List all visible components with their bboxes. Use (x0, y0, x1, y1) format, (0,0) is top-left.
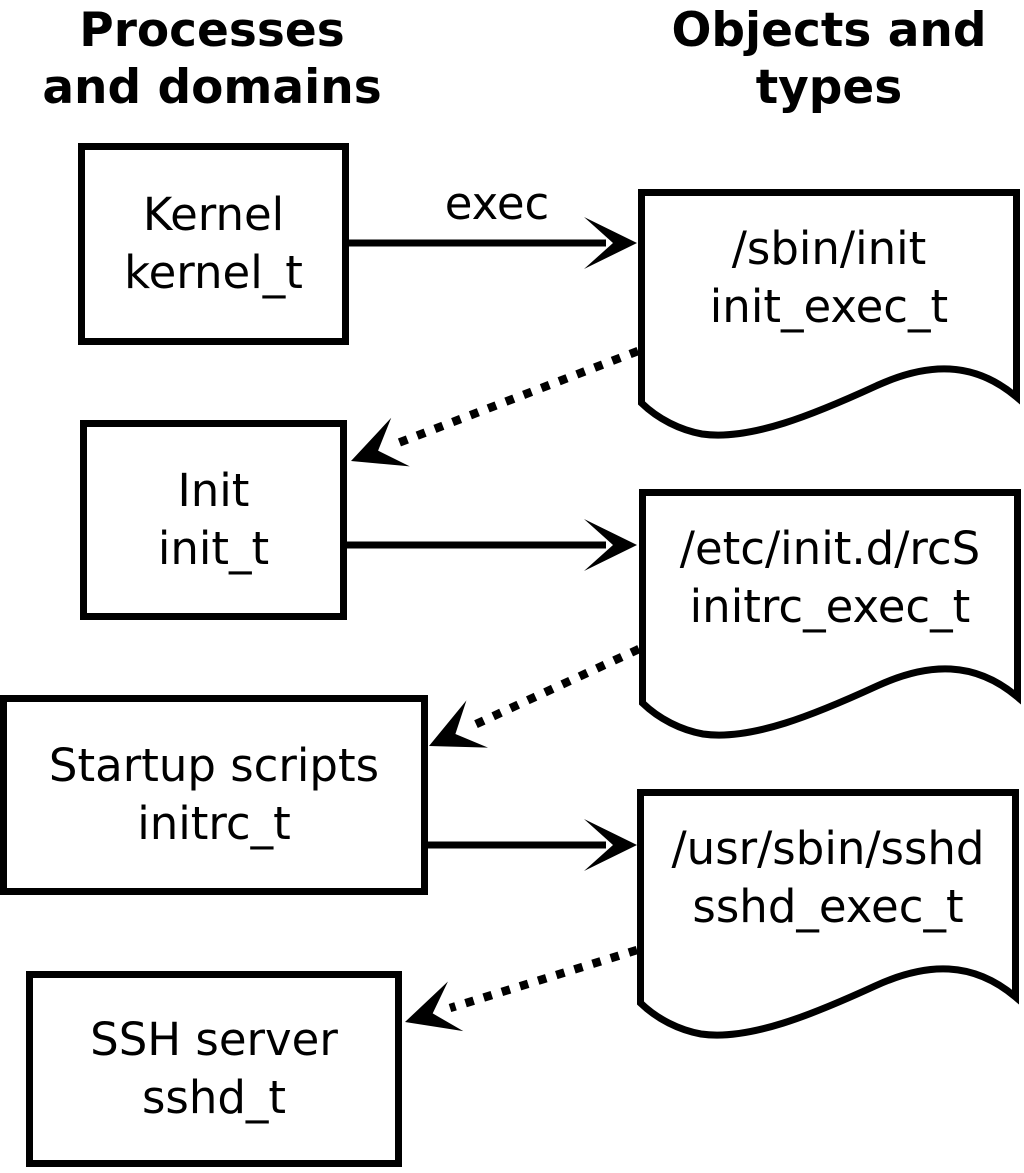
domain-type: kernel_t (124, 246, 303, 299)
object-type: sshd_exec_t (692, 880, 964, 933)
transition-arrow-init-exec-to-init (351, 347, 640, 467)
object-label-usr-sbin-sshd: /usr/sbin/sshd sshd_exec_t (637, 820, 1019, 936)
arrowhead-icon (405, 981, 464, 1032)
dotted-arrow-line (448, 945, 639, 1013)
arrowhead-icon (584, 519, 637, 571)
object-path: /usr/sbin/sshd (671, 822, 985, 875)
exec-arrow-startup-to-sshd (424, 819, 637, 871)
header-line: Objects and (671, 3, 987, 58)
column-header-processes: Processes and domains (0, 2, 424, 116)
object-label-sbin-init: /sbin/init init_exec_t (638, 220, 1020, 336)
document-outline (639, 489, 1021, 739)
document-shape-etc-initd-rcs (639, 489, 1021, 739)
arrowhead-icon (584, 819, 637, 871)
column-header-objects: Objects and types (634, 2, 1024, 116)
process-name: Kernel (142, 188, 285, 241)
process-box-init: Init init_t (80, 420, 347, 620)
document-shape-usr-sbin-sshd (637, 789, 1019, 1039)
object-type: initrc_exec_t (689, 580, 971, 633)
arrowhead-icon (351, 417, 410, 467)
object-type: init_exec_t (709, 280, 949, 333)
exec-edge-label: exec (444, 177, 550, 230)
transition-arrow-sshd-exec-to-sshd (405, 945, 639, 1032)
transition-arrow-initrc-exec-to-initrc (429, 645, 641, 748)
process-box-ssh-server: SSH server sshd_t (26, 971, 402, 1167)
process-name: Startup scripts (48, 739, 380, 792)
domain-type: sshd_t (141, 1071, 287, 1124)
dotted-arrow-line (396, 347, 640, 447)
arrowhead-icon (584, 217, 637, 269)
exec-arrow-init-to-rcs (343, 519, 637, 571)
document-outline (637, 789, 1019, 1039)
dotted-arrow-line (470, 645, 641, 730)
process-name: Init (177, 464, 250, 517)
object-path: /etc/init.d/rcS (679, 522, 981, 575)
domain-type: init_t (157, 522, 270, 575)
document-outline (638, 189, 1020, 439)
document-shape-sbin-init (638, 189, 1020, 439)
object-label-etc-initd-rcs: /etc/init.d/rcS initrc_exec_t (639, 520, 1021, 636)
object-path: /sbin/init (731, 222, 927, 275)
header-line: types (755, 60, 903, 115)
process-box-startup-scripts: Startup scripts initrc_t (0, 695, 428, 895)
arrowhead-icon (429, 700, 489, 748)
header-line: and domains (42, 60, 382, 115)
exec-arrow-kernel-to-sbin-init (346, 217, 637, 269)
domain-type: initrc_t (137, 797, 291, 850)
process-box-kernel: Kernel kernel_t (78, 143, 349, 345)
header-line: Processes (79, 3, 345, 58)
process-name: SSH server (90, 1013, 338, 1066)
